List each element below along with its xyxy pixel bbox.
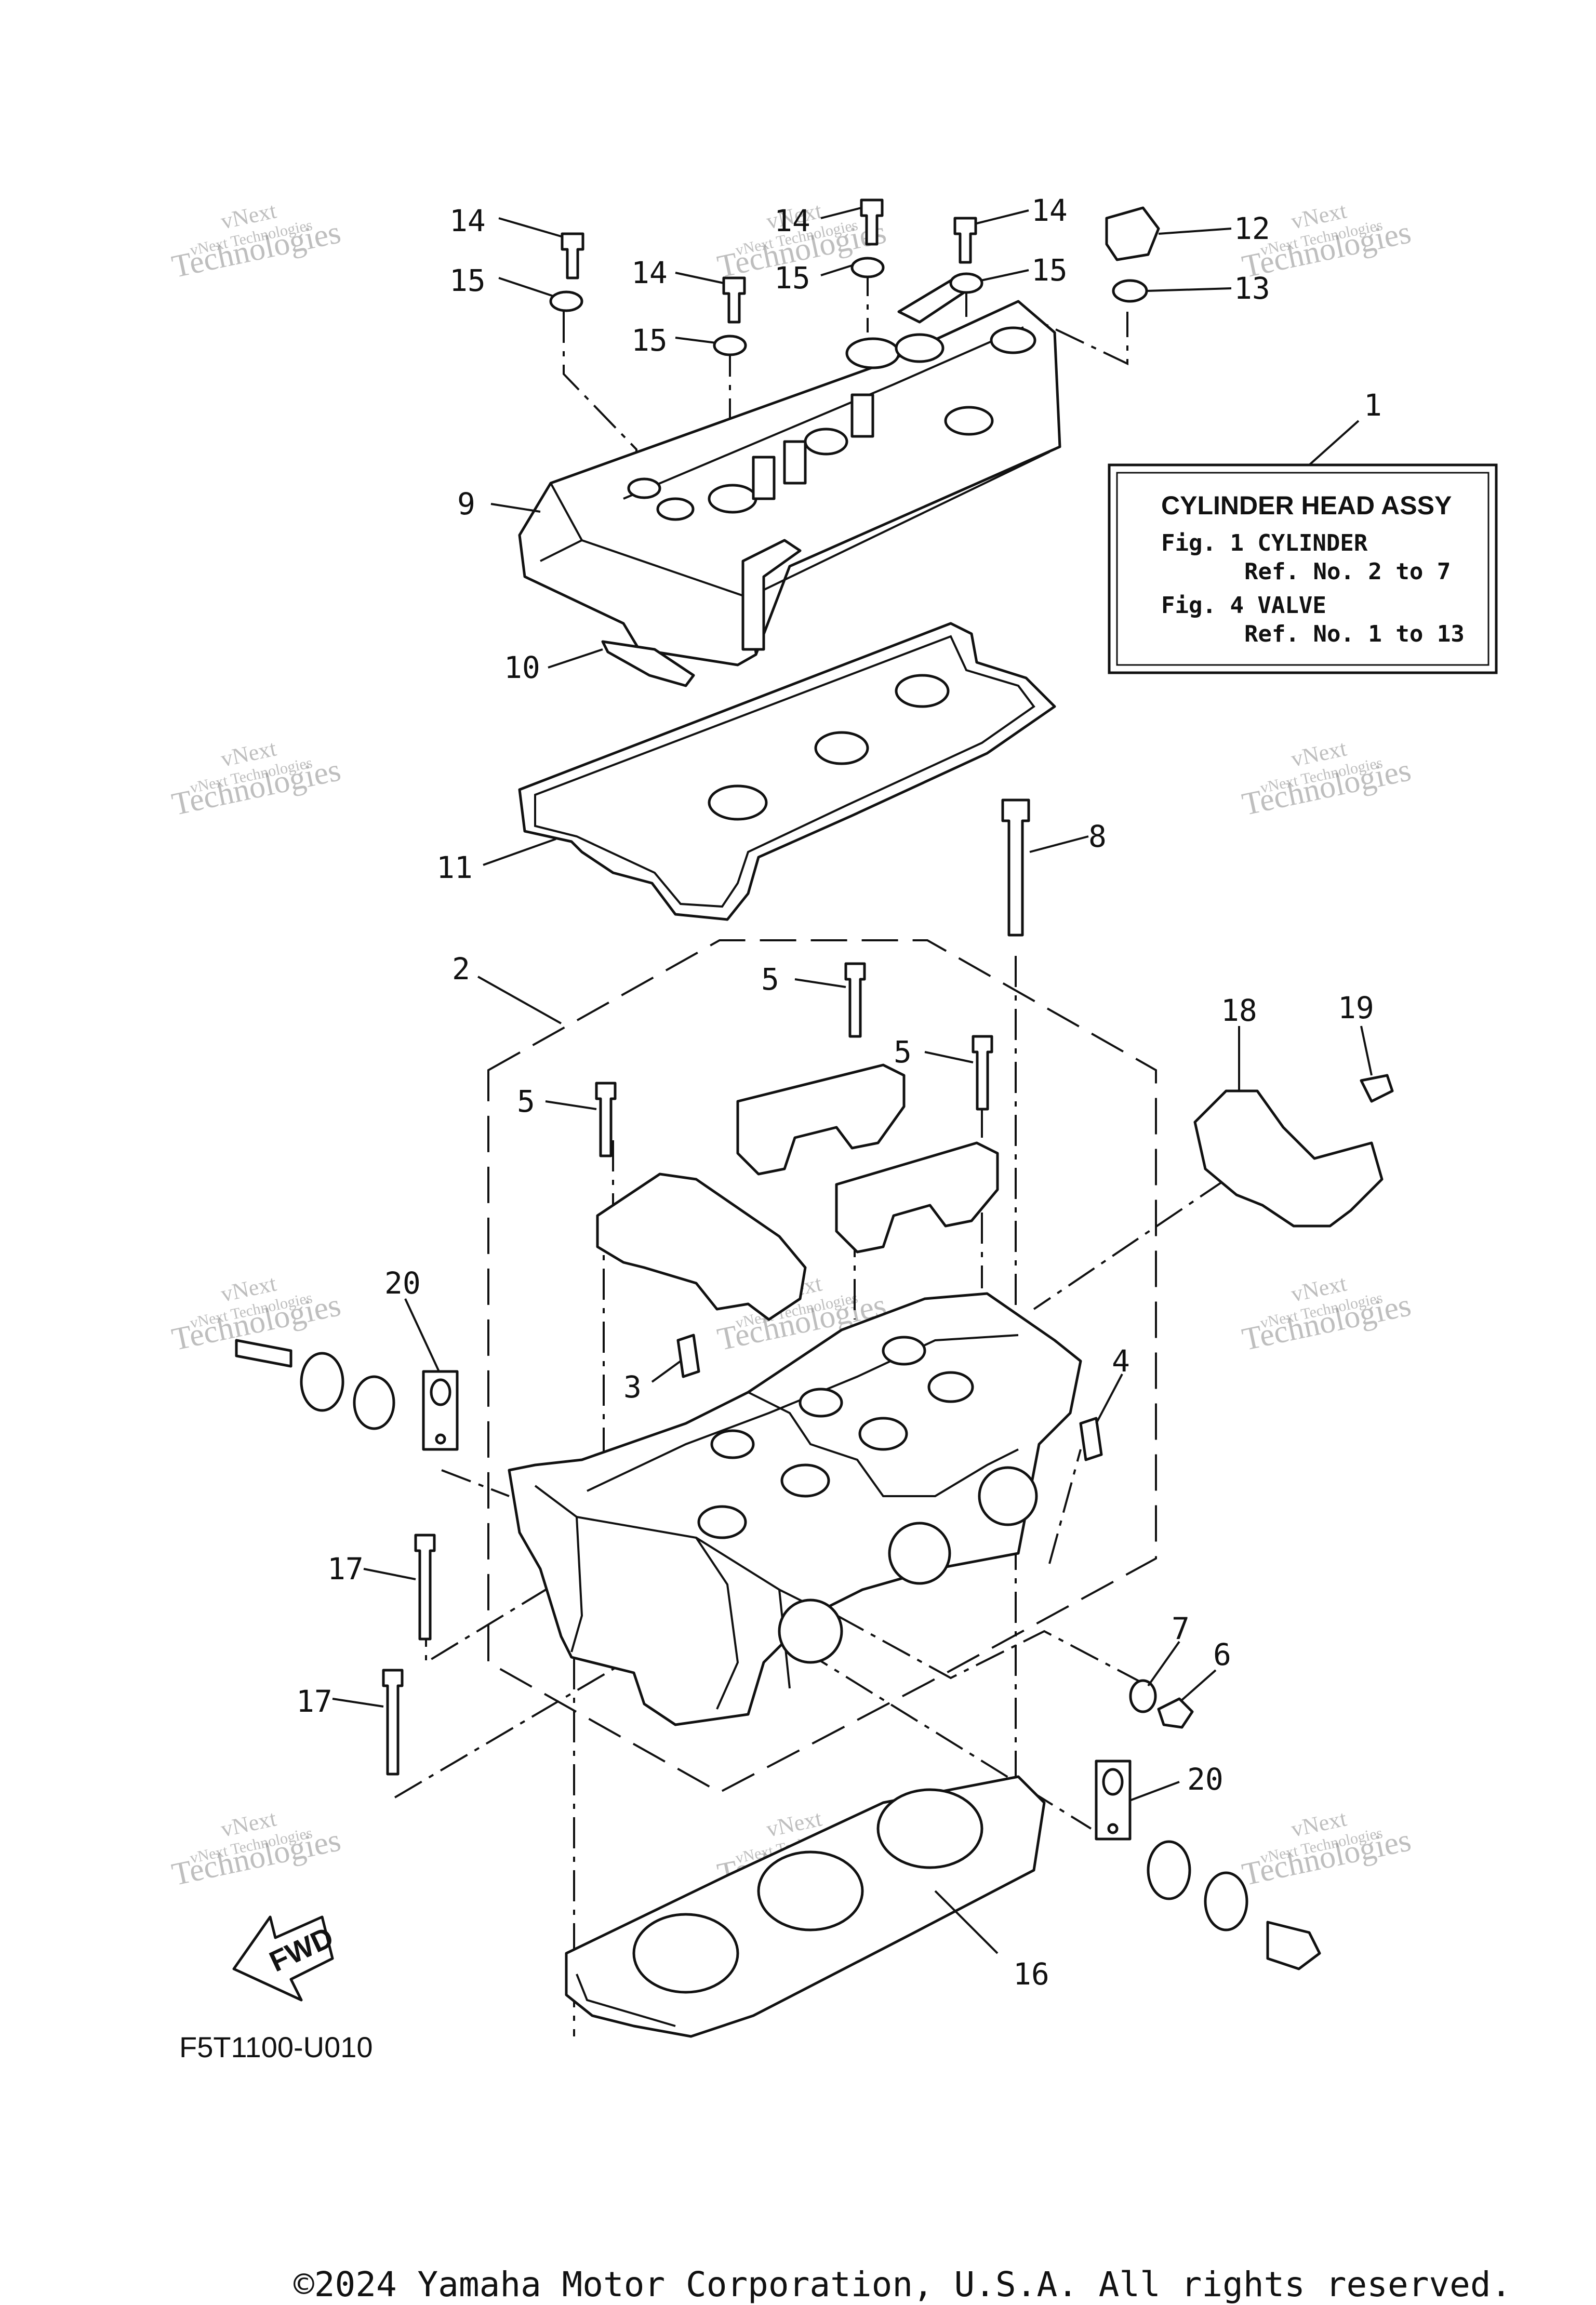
watermark: vNext Technologies vNext Technologies [169,198,344,285]
assembly-info-box: CYLINDER HEAD ASSY Fig. 1 CYLINDER Ref. … [1108,463,1498,674]
bolt-8 [1001,798,1030,937]
washer-15 [713,335,747,356]
callout-15: 15 [1031,252,1068,288]
bolt-6 [1157,1697,1194,1729]
info-box-line: Fig. 4 VALVE [1161,592,1326,619]
fwd-arrow: FWD [232,1915,338,2002]
bolts-5 [595,962,993,1157]
callout-14: 14 [631,255,668,290]
callout-19: 19 [1338,990,1374,1025]
bolt-14 [953,217,977,264]
bolt-17 [414,1534,436,1641]
callout-4: 4 [1112,1343,1130,1379]
callout-15: 15 [774,260,810,296]
callout-5: 5 [517,1084,535,1119]
plate-10 [601,640,695,687]
dowel-pin-4 [1079,1417,1103,1461]
callout-15: 15 [631,323,668,358]
callouts: 14 14 14 14 15 15 15 15 12 13 1 9 10 11 … [296,193,1382,1992]
callout-16: 16 [1013,1956,1049,1992]
callout-2: 2 [452,951,470,987]
callout-7: 7 [1172,1611,1190,1646]
leader-lines [332,207,1373,1954]
callout-17: 17 [327,1551,364,1587]
hanger-fasteners [235,1339,1321,1970]
bolt-14 [722,276,746,324]
callout-1: 1 [1364,388,1382,423]
oil-filler-cap-12 [1105,206,1160,261]
bolt-17 [382,1669,404,1776]
camshaft-caps [596,1063,999,1321]
o-ring-13 [1112,279,1148,303]
washer-15 [850,257,885,278]
info-box-title: CYLINDER HEAD ASSY [1161,491,1452,520]
washer-15 [549,290,583,312]
info-box-line: Ref. No. 2 to 7 [1244,558,1451,585]
watermark: vNext Technologies vNext Technologies [1239,1806,1414,1893]
callout-11: 11 [436,850,473,885]
callout-18: 18 [1221,993,1257,1028]
hangers-20 [422,1370,1132,1841]
callout-14: 14 [1031,193,1068,228]
callout-17: 17 [296,1684,332,1719]
watermark: vNext Technologies vNext Technologies [169,736,344,822]
dowel-pin-3 [676,1334,700,1378]
callout-9: 9 [457,486,475,522]
callout-15: 15 [449,263,486,298]
callout-12: 12 [1234,211,1270,246]
callout-8: 8 [1088,819,1107,854]
callout-10: 10 [504,650,540,685]
info-box-line: Ref. No. 1 to 13 [1244,621,1465,647]
bolt-14 [561,232,584,279]
copyright-notice: ©2024 Yamaha Motor Corporation, U.S.A. A… [294,2264,1511,2304]
bolt-19 [1360,1074,1394,1103]
callout-20: 20 [384,1265,421,1301]
callout-5: 5 [894,1034,912,1070]
callout-5: 5 [761,962,779,997]
callout-14: 14 [774,203,810,238]
bolt-14 [860,198,884,246]
watermark: vNext Technologies vNext Technologies [169,1806,344,1893]
valve-cover-gasket [518,622,1056,921]
cylinder-head-gasket [565,1775,1046,2038]
callout-20: 20 [1187,1762,1223,1797]
callout-3: 3 [623,1369,642,1405]
callout-13: 13 [1234,271,1270,306]
cylinder-head [508,1292,1082,1726]
callout-14: 14 [449,203,486,238]
info-box-line: Fig. 1 CYLINDER [1161,530,1368,556]
figure-code: F5T1100-U010 [179,2031,373,2063]
washer-15 [949,272,983,294]
bracket-18 [1193,1089,1384,1228]
callout-6: 6 [1213,1637,1231,1672]
watermark: vNext Technologies vNext Technologies [1239,736,1414,822]
valve-cover [518,279,1061,667]
washer-7 [1129,1679,1157,1713]
watermark: vNext Technologies vNext Technologies [1239,1271,1414,1357]
